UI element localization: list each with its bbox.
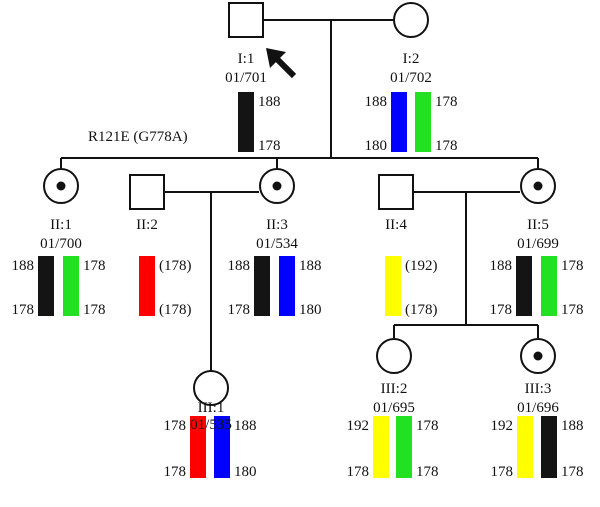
individual-id-ii-5: II:5 — [527, 217, 549, 233]
allele-bottom-i-2-0: 180 — [365, 138, 388, 154]
allele-top-ii-5-1: 178 — [561, 258, 584, 274]
allele-top-iii-1-1: 188 — [234, 418, 257, 434]
individual-id-i-1: I:1 — [238, 51, 255, 67]
haplotype-bar-blue-i-2 — [391, 92, 407, 152]
individual-id-iii-1: III:1 — [198, 400, 225, 416]
allele-top-iii-1-0: 178 — [164, 418, 187, 434]
allele-top-ii-3-0: 188 — [228, 258, 251, 274]
allele-bottom-i-2-1: 178 — [435, 138, 458, 154]
sample-number-i-2: 01/702 — [390, 70, 432, 86]
haplotype-bars: 188 178 188 180 178 178 188 178 178 178 (178) (178)… — [12, 92, 584, 480]
sample-number-iii-3: 01/696 — [517, 400, 559, 416]
individual-id-iii-2: III:2 — [381, 381, 408, 397]
haplotype-bar-black-iii-3 — [541, 416, 557, 478]
proband-arrow-icon — [266, 48, 297, 79]
mutation-label: R121E (G778A) — [88, 129, 188, 145]
allele-bottom-iii-2-1: 178 — [416, 464, 439, 480]
carrier-dot-ii-3 — [272, 181, 282, 191]
allele-top-i-1-0: 188 — [258, 94, 281, 110]
haplotype-bar-black-ii-1 — [38, 256, 54, 316]
allele-top-ii-1-0: 188 — [12, 258, 35, 274]
allele-top-ii-5-0: 188 — [490, 258, 513, 274]
pedigree-symbols — [43, 2, 556, 406]
sample-number-iii-1: 01/535 — [190, 417, 232, 433]
allele-top-ii-2-0: (178) — [159, 258, 192, 274]
haplotype-bar-red-iii-1 — [190, 416, 206, 478]
carrier-dot-ii-1 — [56, 181, 66, 191]
allele-bottom-ii-3-0: 178 — [228, 302, 251, 318]
allele-top-iii-3-0: 192 — [491, 418, 514, 434]
allele-bottom-iii-3-1: 178 — [561, 464, 584, 480]
male-symbol-i-1 — [228, 2, 264, 38]
individual-id-i-2: I:2 — [403, 51, 420, 67]
allele-bottom-ii-4-0: (178) — [405, 302, 438, 318]
allele-bottom-ii-1-1: 178 — [83, 302, 106, 318]
individual-id-ii-3: II:3 — [266, 217, 288, 233]
haplotype-bar-yellow-ii-4 — [385, 256, 401, 316]
haplotype-bar-yellow-iii-2 — [373, 416, 389, 478]
individual-id-ii-2: II:2 — [136, 217, 158, 233]
haplotype-bar-yellow-iii-3 — [517, 416, 533, 478]
individual-id-ii-1: II:1 — [50, 217, 72, 233]
haplotype-bar-green-iii-2 — [396, 416, 412, 478]
haplotype-bar-black-ii-3 — [254, 256, 270, 316]
haplotype-bar-red-ii-2 — [139, 256, 155, 316]
allele-bottom-iii-3-0: 178 — [491, 464, 514, 480]
male-symbol-ii-4 — [378, 174, 414, 210]
male-symbol-ii-2 — [129, 174, 165, 210]
sample-number-i-1: 01/701 — [225, 70, 267, 86]
female-symbol-i-2 — [393, 2, 429, 38]
sample-number-ii-3: 01/534 — [256, 236, 298, 252]
allele-bottom-ii-1-0: 178 — [12, 302, 35, 318]
sample-number-ii-5: 01/699 — [517, 236, 559, 252]
individual-id-iii-3: III:3 — [525, 381, 552, 397]
allele-top-ii-4-0: (192) — [405, 258, 438, 274]
allele-top-ii-1-1: 178 — [83, 258, 106, 274]
allele-bottom-ii-2-0: (178) — [159, 302, 192, 318]
individual-id-ii-4: II:4 — [385, 217, 407, 233]
haplotype-bar-black-i-1 — [238, 92, 254, 152]
haplotype-bar-green-i-2 — [415, 92, 431, 152]
sample-number-ii-1: 01/700 — [40, 236, 82, 252]
haplotype-bar-green-ii-5 — [541, 256, 557, 316]
female-symbol-iii-2 — [376, 338, 412, 374]
allele-bottom-i-1-0: 178 — [258, 138, 281, 154]
allele-top-i-2-1: 178 — [435, 94, 458, 110]
allele-bottom-ii-5-0: 178 — [490, 302, 513, 318]
pedigree-lines — [60, 19, 539, 371]
carrier-dot-ii-5 — [533, 181, 543, 191]
allele-top-iii-2-1: 178 — [416, 418, 439, 434]
allele-bottom-ii-3-1: 180 — [299, 302, 322, 318]
haplotype-bar-black-ii-5 — [516, 256, 532, 316]
allele-top-ii-3-1: 188 — [299, 258, 322, 274]
female-symbol-iii-1 — [193, 370, 229, 406]
allele-bottom-ii-5-1: 178 — [561, 302, 584, 318]
allele-bottom-iii-1-1: 180 — [234, 464, 257, 480]
haplotype-bar-green-ii-1 — [63, 256, 79, 316]
allele-bottom-iii-2-0: 178 — [347, 464, 370, 480]
allele-top-iii-3-1: 188 — [561, 418, 584, 434]
haplotype-bar-blue-ii-3 — [279, 256, 295, 316]
allele-top-i-2-0: 188 — [365, 94, 388, 110]
allele-bottom-iii-1-0: 178 — [164, 464, 187, 480]
allele-top-iii-2-0: 192 — [347, 418, 370, 434]
sample-number-iii-2: 01/695 — [373, 400, 415, 416]
carrier-dot-iii-3 — [533, 351, 543, 361]
haplotype-bar-blue-iii-1 — [214, 416, 230, 478]
